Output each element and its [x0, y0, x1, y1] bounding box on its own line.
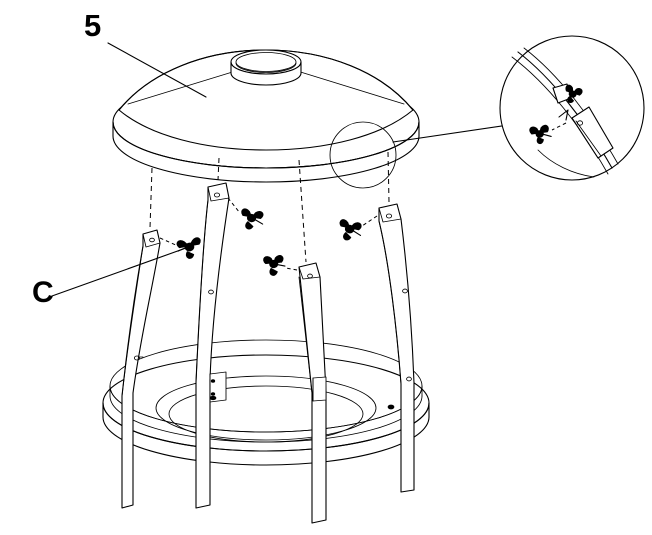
- guide-leg-front-right: [298, 159, 307, 263]
- leader-step-5: [107, 42, 207, 98]
- leg-front-right: [298, 262, 327, 524]
- wing-screw-left-middle: [227, 197, 264, 230]
- wing-screw-front-right: [263, 255, 298, 276]
- ring-hole-left: [209, 395, 217, 401]
- detail-magnified-view: [499, 35, 645, 181]
- chimney-collar: [230, 49, 302, 86]
- wing-screw-front-left: [159, 237, 201, 259]
- leader-part-c: [51, 247, 187, 297]
- leg-left-middle: [195, 182, 230, 509]
- leg-rear-right: [378, 203, 415, 493]
- assembly-guide-lines: [149, 151, 390, 263]
- detail-source-circle: [329, 121, 397, 189]
- label-part-c: C: [32, 276, 54, 309]
- canopy-lid: [112, 49, 420, 183]
- guide-leg-front-left: [149, 167, 153, 229]
- label-step-number: 5: [84, 8, 101, 43]
- guide-leg-left-middle: [217, 157, 220, 181]
- detail-leader-line: [392, 122, 523, 143]
- wing-screw-rear-right: [339, 215, 378, 241]
- leg-front-left: [121, 229, 161, 509]
- base-ring-shelf: [102, 339, 430, 466]
